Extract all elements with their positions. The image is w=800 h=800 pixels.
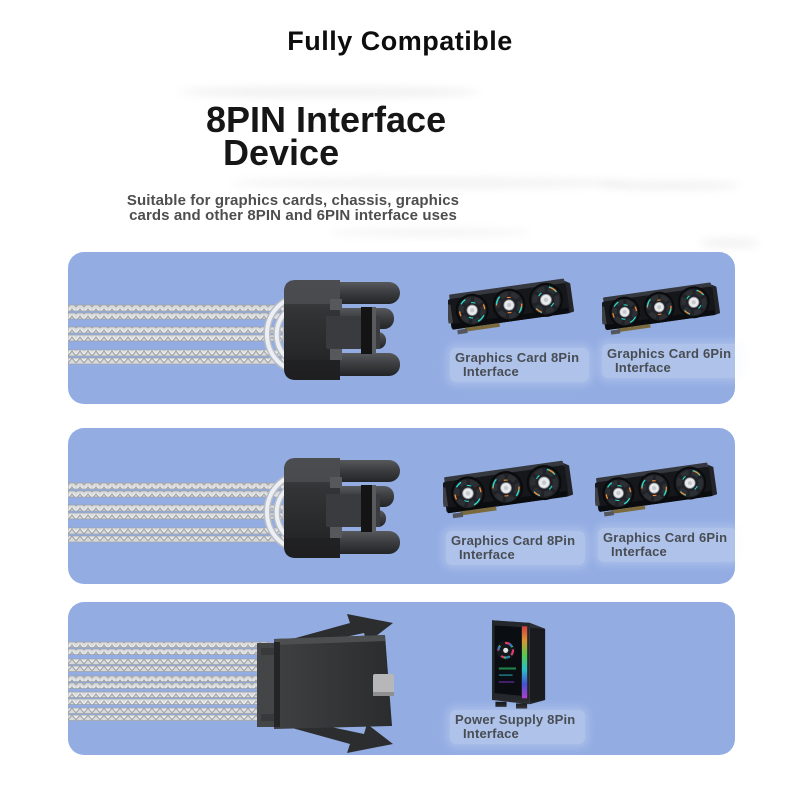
panel-power-supply: Power Supply 8Pin Interface [68, 602, 735, 755]
subtitle: Suitable for graphics cards, chassis, gr… [58, 193, 528, 223]
graphics-card-8pin-label: Graphics Card 8Pin Interface [450, 348, 590, 382]
pc-tower-case-icon [490, 619, 547, 710]
graphics-card-6pin-icon [595, 458, 717, 522]
graphics-card-8pin-label: Graphics Card 8Pin Interface [446, 531, 586, 565]
label-line1: Graphics Card 6Pin [607, 346, 732, 361]
label-line2: Interface [615, 359, 671, 375]
label-line2: Interface [459, 546, 515, 562]
background-artifact [180, 86, 480, 98]
main-heading: 8PIN Interface Device [206, 102, 446, 173]
graphics-card-6pin-label: Graphics Card 6Pin Interface [598, 528, 738, 562]
background-artifact [700, 238, 760, 248]
power-supply-8pin-label: Power Supply 8Pin Interface [450, 710, 586, 744]
subtitle-line2: cards and other 8PIN and 6PIN interface … [129, 207, 457, 224]
main-heading-line1: 8PIN Interface [206, 99, 447, 140]
label-line2: Interface [611, 543, 667, 559]
graphics-card-6pin-label: Graphics Card 6Pin Interface [602, 344, 742, 378]
background-artifact [330, 228, 530, 237]
background-artifact [230, 177, 630, 189]
label-line2: Interface [463, 725, 519, 741]
subtitle-line1: Suitable for graphics cards, chassis, gr… [126, 192, 460, 209]
label-line2: Interface [463, 363, 519, 379]
graphics-card-8pin-icon [443, 456, 573, 524]
graphics-card-8pin-icon [448, 274, 574, 340]
main-heading-line2: Device [223, 132, 340, 173]
graphics-card-6pin-icon [602, 278, 720, 340]
label-line1: Graphics Card 8Pin [451, 533, 576, 548]
8pin-female-connector-cable-icon [68, 252, 408, 404]
8pin-male-connector-cable-icon [68, 613, 395, 754]
background-artifact [600, 181, 740, 190]
page-title: Fully Compatible [287, 26, 513, 56]
8pin-female-connector-cable-icon [68, 428, 408, 584]
panel-graphics-card-top: Graphics Card 8Pin Interface Graphics Ca… [68, 252, 742, 404]
panel-graphics-card-bottom: Graphics Card 8Pin Interface Graphics Ca… [68, 428, 738, 584]
label-line1: Power Supply 8Pin [455, 712, 576, 727]
label-line1: Graphics Card 8Pin [455, 350, 580, 365]
label-line1: Graphics Card 6Pin [603, 530, 728, 545]
